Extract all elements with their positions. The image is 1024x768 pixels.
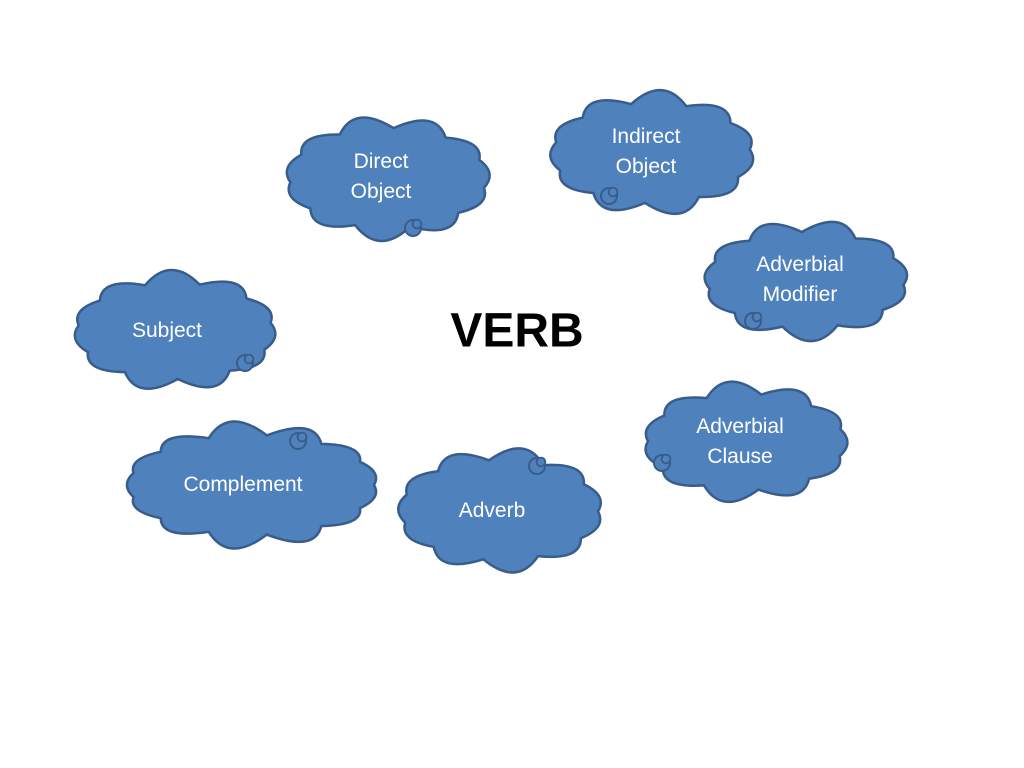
adverb-tail-bubble-small — [535, 456, 547, 468]
adverbial-modifier-label-line-2: Modifier — [762, 283, 838, 306]
adverbial-clause-label-line-2: Clause — [707, 445, 773, 468]
adverbial-modifier-label-line-1: Adverbial — [756, 253, 844, 276]
indirect-object-label-line-2: Object — [615, 155, 677, 178]
subject-cloud-shape — [73, 268, 277, 390]
subject-label: Subject — [132, 316, 202, 346]
adverbial-modifier-cloud-shape — [703, 220, 909, 343]
subject-tail-bubble-small — [243, 353, 255, 365]
adverbial-clause-label-line-1: Adverbial — [696, 415, 784, 438]
indirect-object-label-line-1: Indirect — [611, 125, 681, 148]
adverb-label-line-1: Adverb — [458, 499, 526, 522]
indirect-object-cloud-shape — [549, 88, 755, 216]
adverbial-clause-label: Adverbial Clause — [696, 412, 784, 472]
indirect-object-tail-bubble-small — [607, 186, 619, 198]
direct-object-label: Direct Object — [351, 147, 412, 207]
direct-object-label-line-2: Object — [350, 180, 412, 203]
verb-title: VERB — [450, 304, 584, 358]
complement-cloud — [125, 420, 378, 550]
adverbial-modifier-label: Adverbial Modifier — [756, 250, 844, 310]
direct-object-cloud — [285, 116, 491, 243]
complement-tail-bubble-small — [296, 431, 308, 443]
adverbial-modifier-tail-bubble-small — [751, 311, 763, 323]
complement-label-line-1: Complement — [183, 473, 303, 496]
adverb-label: Adverb — [459, 496, 526, 526]
adverbial-clause-cloud-shape — [644, 380, 849, 504]
subject-label-line-1: Subject — [131, 319, 203, 342]
complement-label: Complement — [183, 470, 302, 500]
indirect-object-cloud — [549, 88, 755, 216]
subject-cloud — [73, 268, 277, 390]
adverbial-clause-tail-bubble-small — [660, 453, 672, 465]
direct-object-tail-bubble-small — [411, 218, 423, 230]
direct-object-label-line-1: Direct — [353, 150, 409, 173]
adverb-cloud — [397, 447, 603, 574]
adverb-cloud-shape — [397, 447, 603, 574]
complement-cloud-shape — [125, 420, 378, 550]
adverbial-clause-cloud — [644, 380, 849, 504]
indirect-object-label: Indirect Object — [612, 122, 681, 182]
adverbial-modifier-cloud — [703, 220, 909, 343]
